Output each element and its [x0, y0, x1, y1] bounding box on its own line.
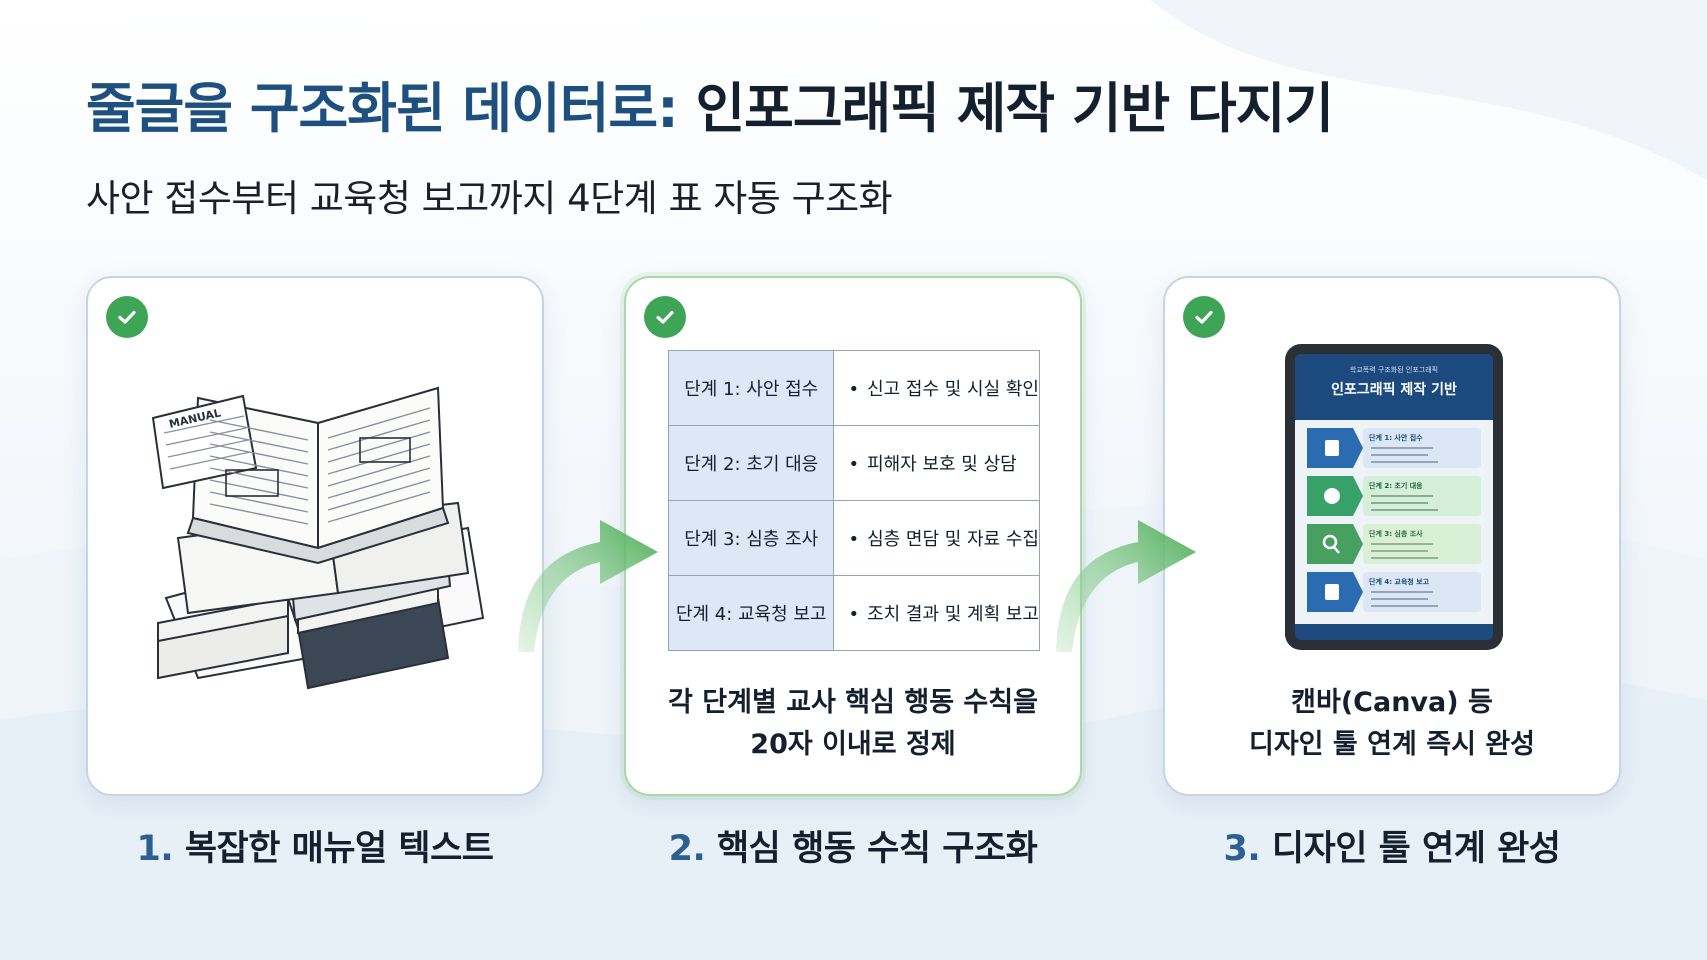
step-name-cell: 단계 4: 교육청 보고 [667, 575, 835, 651]
caption-line: 디자인 툴 연계 즉시 완성 [1249, 729, 1535, 760]
stage-2-label: 2. 핵심 행동 수칙 구조화 [624, 820, 1082, 871]
step-action-text: 조치 결과 및 계획 보고 [867, 604, 1039, 625]
tablet-title: 인포그래픽 제작 기반 [1331, 381, 1457, 398]
stage-card-design: 학교폭력 구조화된 인포그래픽 인포그래픽 제작 기반 단계 1: 사안 접수 … [1163, 276, 1621, 796]
title-main: 인포그래픽 제작 기반 다지기 [695, 77, 1335, 140]
stage-card-manual: MANUAL [86, 276, 544, 796]
books-illustration: MANUAL [151, 386, 485, 690]
caption-line: 캔바(Canva) 등 [1291, 687, 1493, 718]
title-highlight: 줄글을 구조화된 데이터로: [86, 77, 679, 140]
step-action-text: 피해자 보호 및 상담 [867, 454, 1017, 475]
step-action-cell: •조치 결과 및 계획 보고 [833, 575, 1040, 651]
table-row: 단계 1: 사안 접수 •신고 접수 및 시실 확인 [667, 350, 1040, 426]
tablet-row: 단계 2: 초기 대응 [1307, 476, 1481, 516]
step-action-text: 신고 접수 및 시실 확인 [867, 379, 1039, 400]
step-action-text: 심층 면담 및 자료 수집 [867, 529, 1039, 550]
stage-1-label: 1. 복잡한 매뉴얼 텍스트 [86, 820, 544, 871]
caption-line: 각 단계별 교사 핵심 행동 수칙을 [668, 687, 1038, 718]
tablet-row: 단계 4: 교육청 보고 [1307, 572, 1481, 612]
tablet-row: 단계 3: 심층 조사 [1307, 524, 1481, 564]
flow-arrow-icon [1056, 520, 1196, 652]
table-row: 단계 3: 심층 조사 •심층 면담 및 자료 수집 [667, 500, 1040, 576]
step-action-cell: •신고 접수 및 시실 확인 [833, 350, 1040, 426]
table-row: 단계 4: 교육청 보고 •조치 결과 및 계획 보고 [667, 575, 1040, 651]
check-icon [644, 296, 686, 338]
tablet-row: 단계 1: 사안 접수 [1307, 428, 1481, 468]
step-name-cell: 단계 1: 사안 접수 [667, 350, 835, 426]
stage-2-caption: 각 단계별 교사 핵심 행동 수칙을 20자 이내로 정제 [626, 682, 1080, 766]
stage-number: 1. [136, 829, 174, 869]
stage-number: 2. [668, 829, 706, 869]
caption-line: 20자 이내로 정제 [750, 729, 956, 760]
action-steps-table: 단계 1: 사안 접수 •신고 접수 및 시실 확인 단계 2: 초기 대응 •… [667, 350, 1040, 651]
tablet-row-label: 단계 4: 교육청 보고 [1369, 577, 1430, 586]
step-name-cell: 단계 2: 초기 대응 [667, 425, 835, 501]
tablet-row-label: 단계 3: 심층 조사 [1369, 529, 1423, 538]
tablet-infographic-preview: 학교폭력 구조화된 인포그래픽 인포그래픽 제작 기반 단계 1: 사안 접수 … [1285, 344, 1503, 650]
tablet-row-label: 단계 1: 사안 접수 [1369, 433, 1423, 442]
check-icon [106, 296, 148, 338]
stage-label-text: 핵심 행동 수칙 구조화 [716, 829, 1038, 869]
step-action-cell: •심층 면담 및 자료 수집 [833, 500, 1040, 576]
tablet-row-label: 단계 2: 초기 대응 [1369, 481, 1423, 490]
stage-number: 3. [1223, 829, 1261, 869]
step-name-cell: 단계 3: 심층 조사 [667, 500, 835, 576]
stage-3-caption: 캔바(Canva) 등 디자인 툴 연계 즉시 완성 [1165, 682, 1619, 766]
tablet-kicker: 학교폭력 구조화된 인포그래픽 [1350, 365, 1438, 374]
stage-3-label: 3. 디자인 툴 연계 완성 [1163, 820, 1621, 871]
page-title: 줄글을 구조화된 데이터로: 인포그래픽 제작 기반 다지기 [86, 64, 1335, 143]
stage-label-text: 디자인 툴 연계 완성 [1271, 829, 1561, 869]
stage-card-structure: 단계 1: 사안 접수 •신고 접수 및 시실 확인 단계 2: 초기 대응 •… [624, 276, 1082, 796]
step-action-cell: •피해자 보호 및 상담 [833, 425, 1040, 501]
table-row: 단계 2: 초기 대응 •피해자 보호 및 상담 [667, 425, 1040, 501]
page-subtitle: 사안 접수부터 교육청 보고까지 4단계 표 자동 구조화 [86, 177, 893, 220]
flow-arrow-icon [518, 520, 658, 652]
check-icon [1183, 296, 1225, 338]
stage-label-text: 복잡한 매뉴얼 텍스트 [184, 829, 494, 869]
